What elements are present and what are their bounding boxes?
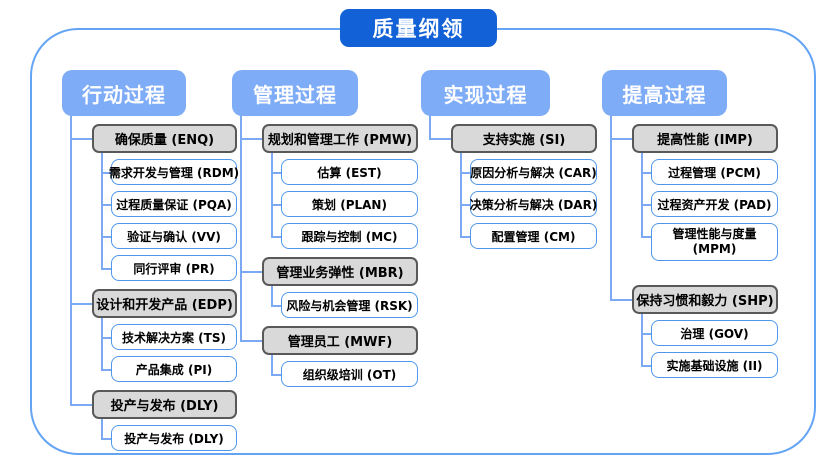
process-group: 管理业务弹性 (MBR) 风险与机会管理 (RSK): [240, 249, 418, 318]
process-group: 保持习惯和毅力 (SHP) 治理 (GOV) 实施基础设施 (II): [610, 261, 778, 378]
sub-process: 技术解决方案 (TS): [101, 318, 237, 350]
sub-process: 过程管理 (PCM): [641, 153, 778, 185]
column-header: 提高过程: [602, 70, 727, 116]
process-group: 确保质量 (ENQ) 需求开发与管理 (RDM) 过程质量保证 (PQA) 验证与确认…: [70, 116, 239, 281]
sub-process-node: 治理 (GOV): [651, 320, 778, 346]
sub-process: 验证与确认 (VV): [101, 217, 237, 249]
diagram-title: 质量纲领: [340, 9, 497, 47]
sub-process: 需求开发与管理 (RDM): [101, 153, 239, 185]
process-group: 设计和开发产品 (EDP) 技术解决方案 (TS) 产品集成 (PI): [70, 281, 237, 382]
sub-process-node: 原因分析与解决 (CAR): [470, 159, 597, 185]
sub-process: 同行评审 (PR): [101, 249, 237, 281]
process-group: 提高性能 (IMP) 过程管理 (PCM) 过程资产开发 (PAD) 管理性能与度量 …: [610, 116, 778, 261]
column-3: 实现过程支持实施 (SI) 原因分析与解决 (CAR) 决策分析与解决 (DAR) 配…: [421, 70, 597, 249]
process-group: 投产与发布 (DLY) 投产与发布 (DLY): [70, 382, 237, 451]
process-group: 管理员工 (MWF) 组织级培训 (OT): [240, 318, 418, 387]
process-groups: 规划和管理工作 (PMW) 估算 (EST) 策划 (PLAN) 跟踪与控制 (MC)…: [240, 116, 418, 387]
sub-process-node: 实施基础设施 (II): [651, 352, 778, 378]
sub-process-list: 投产与发布 (DLY): [101, 419, 237, 451]
sub-process: 实施基础设施 (II): [641, 346, 778, 378]
sub-process-node: 跟踪与控制 (MC): [281, 223, 418, 249]
process-groups: 支持实施 (SI) 原因分析与解决 (CAR) 决策分析与解决 (DAR) 配置管理 …: [429, 116, 597, 249]
sub-process-node: 需求开发与管理 (RDM): [109, 159, 239, 185]
process-area-node: 支持实施 (SI): [451, 124, 597, 153]
sub-process-node: 投产与发布 (DLY): [111, 425, 237, 451]
sub-process: 风险与机会管理 (RSK): [271, 286, 418, 318]
sub-process-node: 过程资产开发 (PAD): [651, 191, 778, 217]
sub-process: 治理 (GOV): [641, 314, 778, 346]
sub-process: 配置管理 (CM): [460, 217, 597, 249]
sub-process-node: 验证与确认 (VV): [111, 223, 237, 249]
sub-process: 决策分析与解决 (DAR): [460, 185, 597, 217]
process-area-node: 设计和开发产品 (EDP): [92, 289, 237, 318]
column-2: 管理过程规划和管理工作 (PMW) 估算 (EST) 策划 (PLAN) 跟踪与控制 …: [232, 70, 418, 387]
process-groups: 确保质量 (ENQ) 需求开发与管理 (RDM) 过程质量保证 (PQA) 验证与确认…: [70, 116, 239, 451]
column-header: 行动过程: [62, 70, 186, 116]
sub-process-list: 风险与机会管理 (RSK): [271, 286, 418, 318]
process-area-node: 管理业务弹性 (MBR): [262, 257, 418, 286]
sub-process: 原因分析与解决 (CAR): [460, 153, 597, 185]
sub-process-list: 过程管理 (PCM) 过程资产开发 (PAD) 管理性能与度量 (MPM): [641, 153, 778, 261]
sub-process-node: 风险与机会管理 (RSK): [281, 292, 418, 318]
process-area-node: 提高性能 (IMP): [632, 124, 778, 153]
sub-process-node: 技术解决方案 (TS): [111, 324, 237, 350]
sub-process-node: 决策分析与解决 (DAR): [470, 191, 597, 217]
sub-process-list: 技术解决方案 (TS) 产品集成 (PI): [101, 318, 237, 382]
sub-process: 过程资产开发 (PAD): [641, 185, 778, 217]
sub-process-node: 估算 (EST): [281, 159, 418, 185]
column-1: 行动过程确保质量 (ENQ) 需求开发与管理 (RDM) 过程质量保证 (PQA) 验…: [62, 70, 239, 451]
column-4: 提高过程提高性能 (IMP) 过程管理 (PCM) 过程资产开发 (PAD) 管理性能…: [602, 70, 778, 378]
process-groups: 提高性能 (IMP) 过程管理 (PCM) 过程资产开发 (PAD) 管理性能与度量 …: [610, 116, 778, 378]
process-area-node: 投产与发布 (DLY): [92, 390, 237, 419]
process-area-node: 确保质量 (ENQ): [92, 124, 237, 153]
sub-process-node: 过程质量保证 (PQA): [111, 191, 237, 217]
column-header: 管理过程: [232, 70, 358, 116]
sub-process-list: 组织级培训 (OT): [271, 355, 418, 387]
process-area-node: 规划和管理工作 (PMW): [262, 124, 418, 153]
sub-process-node: 同行评审 (PR): [111, 255, 237, 281]
sub-process: 管理性能与度量 (MPM): [641, 217, 778, 261]
sub-process-node: 配置管理 (CM): [470, 223, 597, 249]
sub-process: 组织级培训 (OT): [271, 355, 418, 387]
sub-process-node: 组织级培训 (OT): [281, 361, 418, 387]
process-group: 规划和管理工作 (PMW) 估算 (EST) 策划 (PLAN) 跟踪与控制 (MC): [240, 116, 418, 249]
column-header: 实现过程: [421, 70, 550, 116]
process-group: 支持实施 (SI) 原因分析与解决 (CAR) 决策分析与解决 (DAR) 配置管理 …: [429, 116, 597, 249]
sub-process: 过程质量保证 (PQA): [101, 185, 237, 217]
sub-process-node: 策划 (PLAN): [281, 191, 418, 217]
sub-process-list: 治理 (GOV) 实施基础设施 (II): [641, 314, 778, 378]
sub-process-node: 管理性能与度量 (MPM): [651, 223, 778, 261]
sub-process-node: 产品集成 (PI): [111, 356, 237, 382]
sub-process-list: 估算 (EST) 策划 (PLAN) 跟踪与控制 (MC): [271, 153, 418, 249]
sub-process-list: 原因分析与解决 (CAR) 决策分析与解决 (DAR) 配置管理 (CM): [460, 153, 597, 249]
sub-process: 策划 (PLAN): [271, 185, 418, 217]
sub-process: 投产与发布 (DLY): [101, 419, 237, 451]
process-area-node: 保持习惯和毅力 (SHP): [632, 285, 778, 314]
sub-process: 产品集成 (PI): [101, 350, 237, 382]
sub-process: 跟踪与控制 (MC): [271, 217, 418, 249]
sub-process-node: 过程管理 (PCM): [651, 159, 778, 185]
sub-process-list: 需求开发与管理 (RDM) 过程质量保证 (PQA) 验证与确认 (VV) 同行评审 …: [101, 153, 239, 281]
sub-process: 估算 (EST): [271, 153, 418, 185]
process-area-node: 管理员工 (MWF): [262, 326, 418, 355]
